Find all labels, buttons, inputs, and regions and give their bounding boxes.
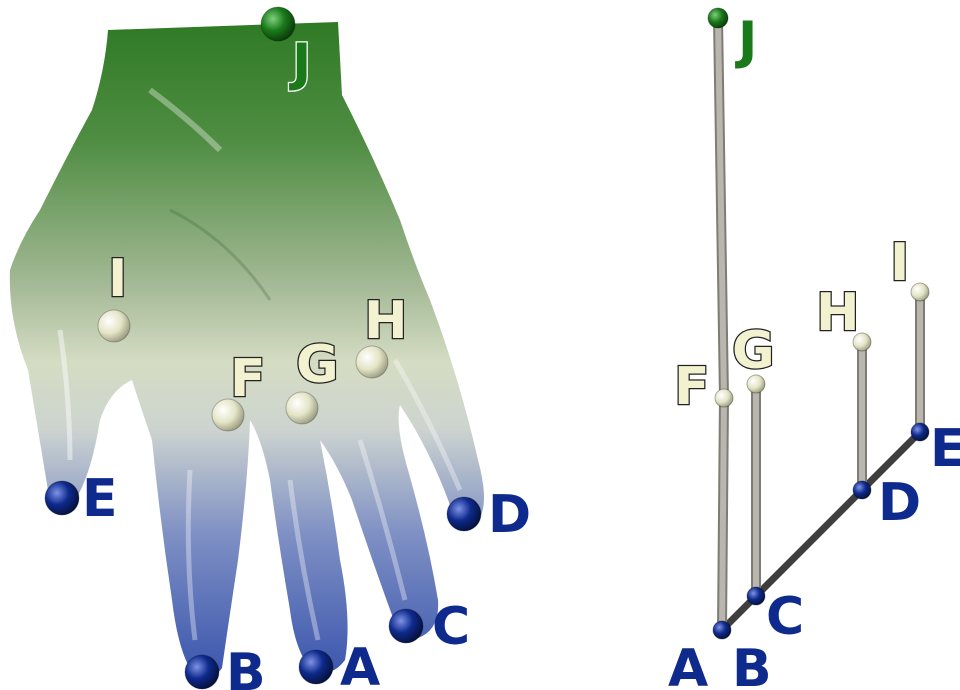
hand-label-b: B: [226, 643, 266, 690]
hand-point-j: [261, 7, 295, 41]
tree-label-a: A: [668, 639, 708, 690]
tree-label-c: C: [766, 587, 804, 647]
tree-node-a: [713, 621, 731, 639]
tree-label-b: B: [732, 639, 772, 690]
tree-node-f: [715, 389, 733, 407]
tree-node-i: [911, 283, 929, 301]
tree-node-e: [911, 423, 929, 441]
hand-label-i: I: [108, 249, 127, 309]
hand-label-f: F: [230, 349, 266, 409]
hand-point-e: [45, 481, 79, 515]
tree-label-e: E: [930, 419, 960, 479]
hand-point-b: [185, 655, 219, 689]
hand-label-a: A: [340, 638, 380, 690]
tree-label-d: D: [878, 473, 921, 533]
hand-label-h: H: [364, 291, 408, 351]
hand-point-a: [299, 650, 333, 684]
hand-point-c: [389, 609, 423, 643]
hand-point-d: [447, 497, 481, 531]
tree-edge-f-a: [722, 398, 724, 630]
tree-label-j: J: [735, 11, 757, 71]
hand-label-d: D: [488, 485, 531, 545]
hand-label-g: G: [296, 335, 339, 395]
tree-label-g: G: [732, 321, 775, 381]
hand-label-e: E: [82, 469, 118, 529]
hand-label-j: J: [289, 33, 311, 93]
tree-label-h: H: [816, 283, 860, 343]
tree-join-segment: [756, 490, 862, 596]
tree-label-f: F: [674, 357, 710, 417]
tree-node-d: [853, 481, 871, 499]
hand-point-i: [98, 310, 130, 342]
tree-node-j: [708, 8, 728, 28]
hand-label-c: C: [432, 597, 470, 657]
tree-node-c: [747, 587, 765, 605]
tree-label-i: I: [890, 233, 909, 293]
hand-point-g: [286, 392, 318, 424]
